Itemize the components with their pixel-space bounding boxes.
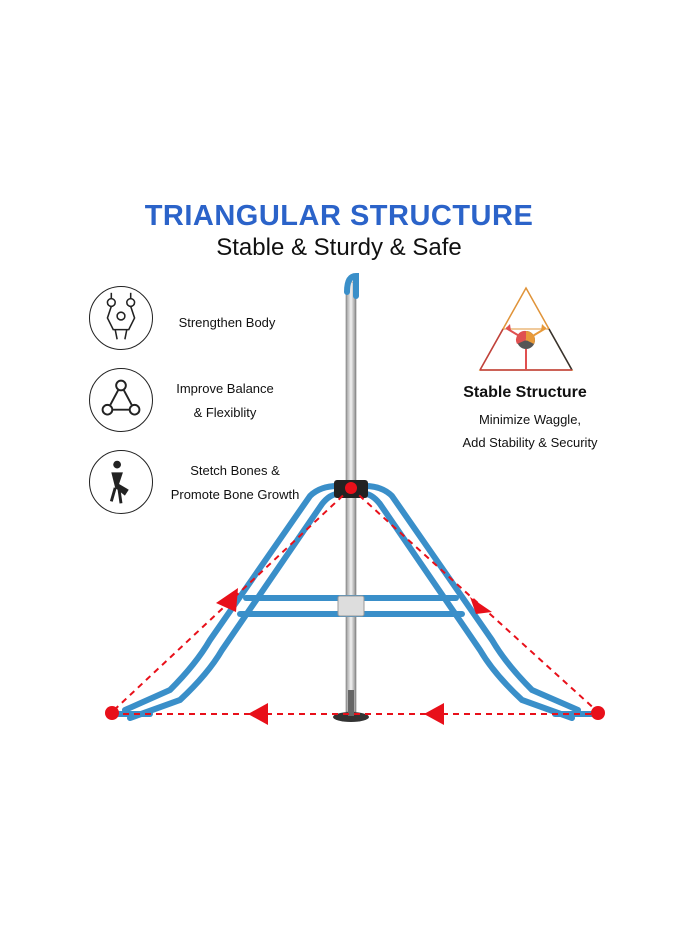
main-title: TRIANGULAR STRUCTURE [144, 200, 534, 232]
feature-balance: Improve Balance & Flexiblity [160, 377, 290, 425]
rings-icon [89, 286, 153, 350]
triangle-balance-icon [89, 368, 153, 432]
stable-triangle-icon [478, 286, 574, 371]
feature-line: Promote Bone Growth [170, 487, 300, 502]
stable-structure-title: Stable Structure [463, 384, 587, 401]
stable-line: Minimize Waggle, [478, 412, 582, 427]
subtitle: Stable & Sturdy & Safe [216, 234, 462, 261]
feature-line: & Flexiblity [193, 405, 257, 420]
feature-strengthen: Strengthen Body [172, 311, 282, 335]
feature-bones: Stetch Bones & Promote Bone Growth [160, 459, 310, 507]
stable-structure-desc: Minimize Waggle, Add Stability & Securit… [450, 408, 610, 454]
stretch-person-icon [89, 450, 153, 514]
feature-line: Stetch Bones & [190, 463, 280, 478]
feature-line: Improve Balance [176, 381, 274, 396]
stable-line: Add Stability & Security [462, 435, 598, 450]
feature-line: Strengthen Body [178, 315, 276, 330]
